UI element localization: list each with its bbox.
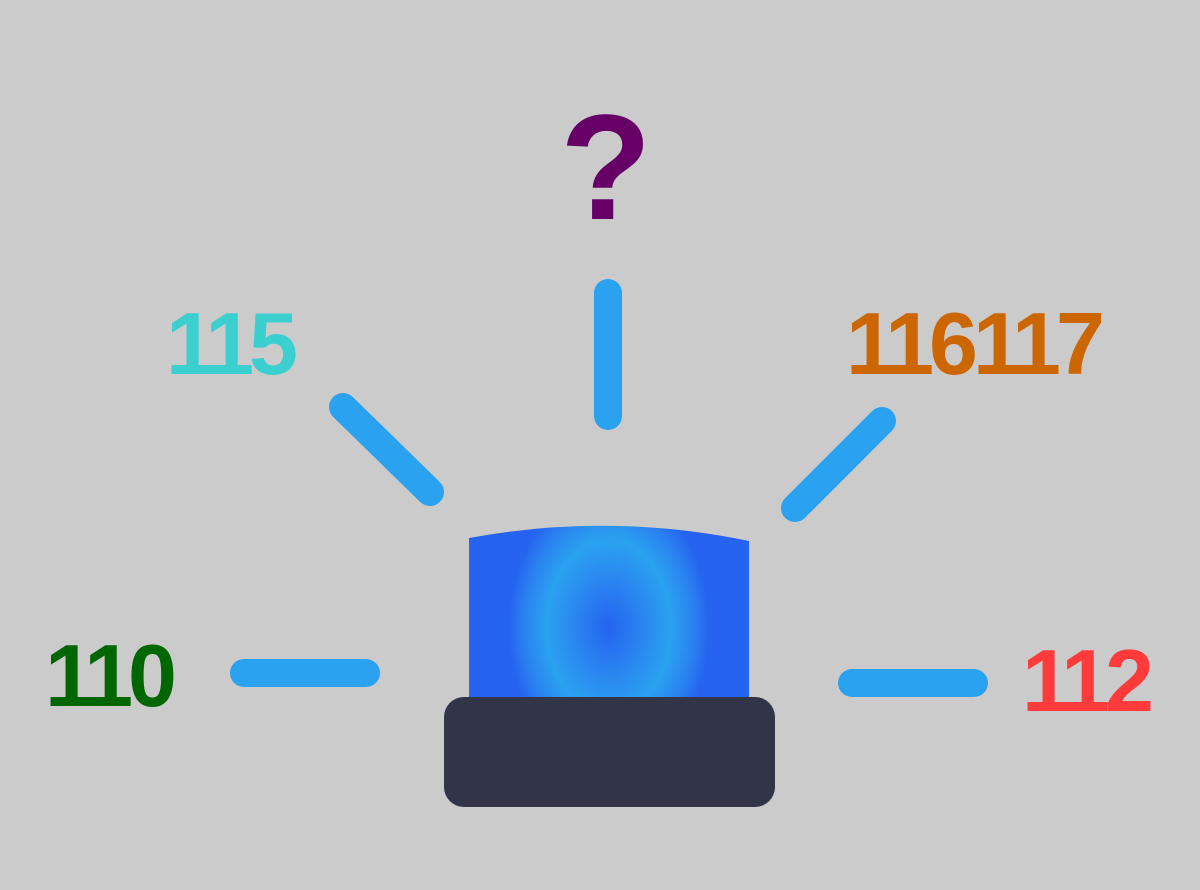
siren-base (444, 697, 775, 807)
ray-upper-left (329, 393, 444, 506)
label-116117: 116117 (846, 294, 1105, 393)
label-question-mark: ? (560, 83, 652, 251)
label-112: 112 (1022, 631, 1154, 730)
siren-dome (469, 525, 749, 700)
label-110: 110 (45, 626, 177, 725)
label-115: 115 (166, 294, 298, 393)
ray-upper-right (781, 407, 896, 522)
light-rays (230, 279, 988, 697)
